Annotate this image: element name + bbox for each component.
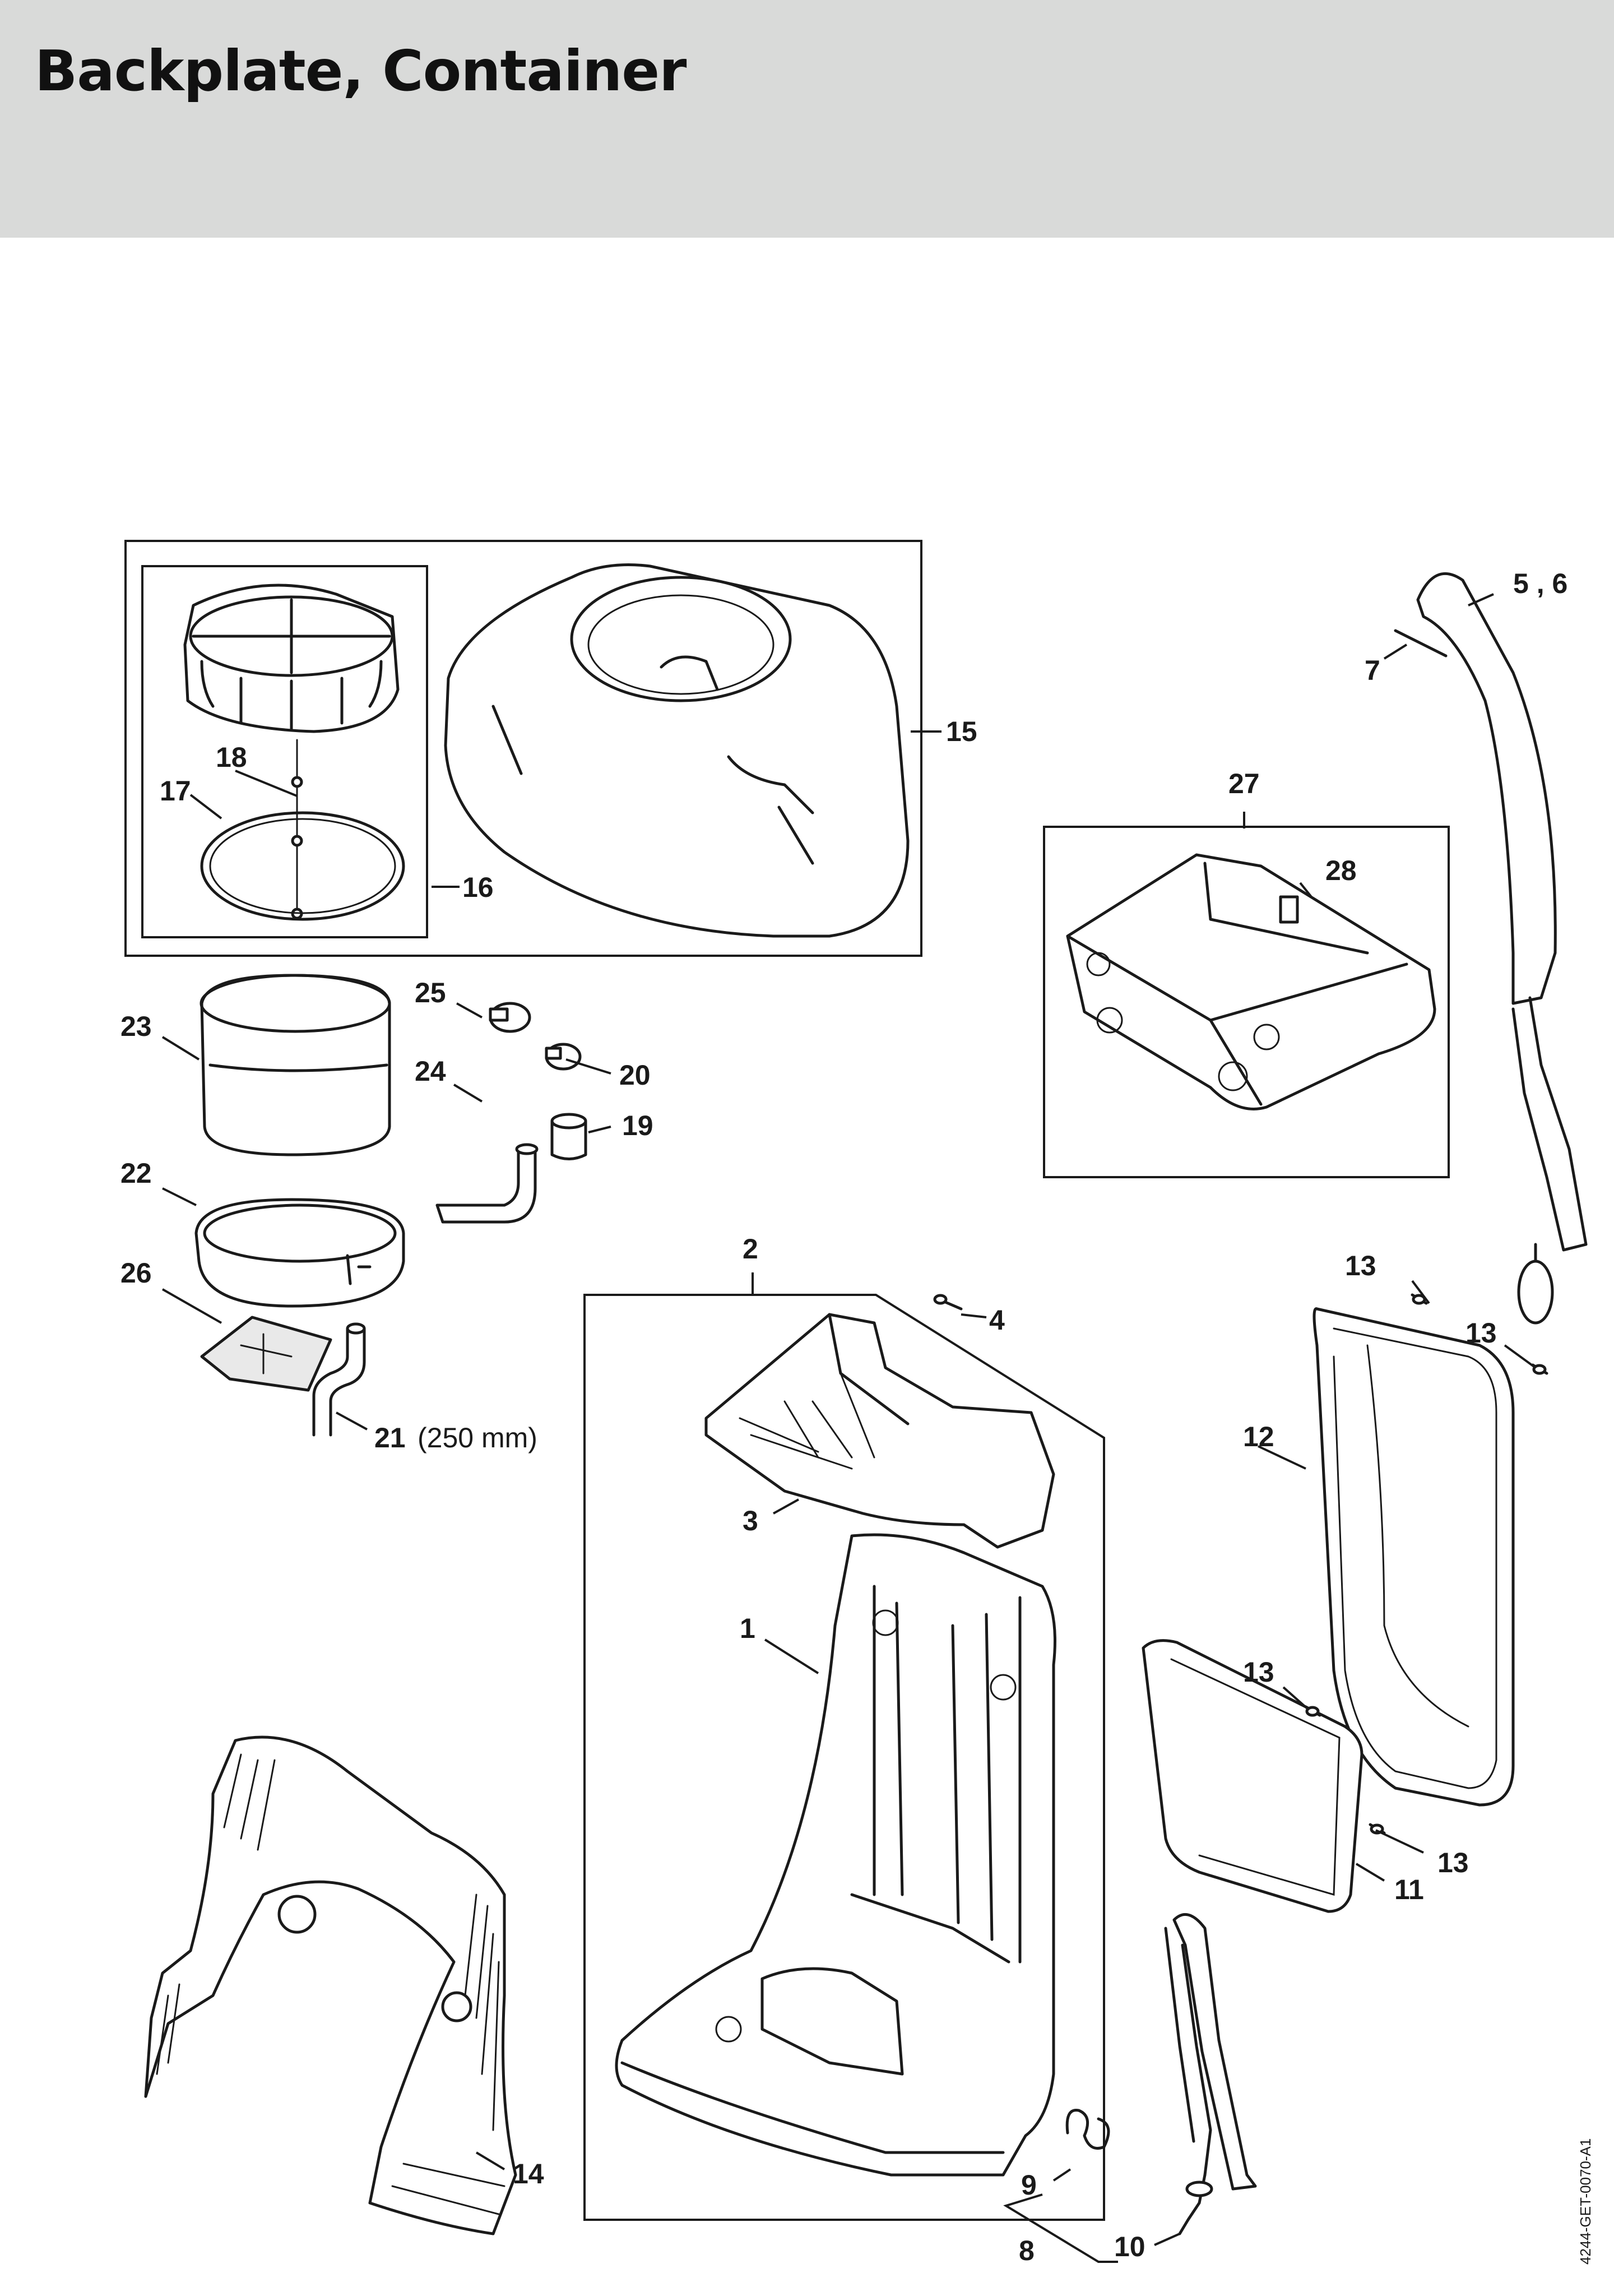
- label-13b: 13: [1465, 1317, 1497, 1349]
- hose: [312, 1322, 366, 1437]
- label-18: 18: [216, 742, 247, 773]
- label-21: 21: [374, 1422, 406, 1453]
- strap-hook: [1065, 2109, 1110, 2150]
- label-3: 3: [743, 1505, 758, 1536]
- label-13c: 13: [1243, 1656, 1274, 1688]
- label-28: 28: [1325, 855, 1357, 886]
- box-group-frame: [1043, 826, 1450, 1178]
- storage-box: [1066, 853, 1436, 1110]
- backplate: [615, 1533, 1056, 2177]
- page-title: Backplate, Container: [35, 38, 687, 104]
- label-26: 26: [120, 1257, 152, 1289]
- drawing-code: 4244-GET-0070-A1: [1577, 2138, 1594, 2265]
- label-15: 15: [946, 716, 977, 747]
- filter-basket: [200, 974, 391, 1156]
- label-16: 16: [462, 872, 494, 903]
- label-4: 4: [989, 1304, 1005, 1336]
- hose-clamp-20: [545, 1043, 582, 1071]
- carrying-strap-long: [1416, 572, 1588, 1325]
- sealing-ring: [200, 811, 405, 921]
- label-11: 11: [1394, 1874, 1424, 1905]
- label-8: 8: [1019, 2235, 1035, 2266]
- container-tank: [444, 563, 910, 938]
- label-20: 20: [619, 1059, 651, 1091]
- elbow-fitting: [435, 1143, 539, 1224]
- filter-grid: [200, 1316, 332, 1392]
- label-27: 27: [1228, 768, 1260, 799]
- screw-13-a: [1411, 1293, 1428, 1305]
- label-24: 24: [415, 1056, 446, 1087]
- screw-4: [933, 1294, 963, 1311]
- label-25: 25: [415, 977, 446, 1008]
- strap-pin: [1394, 629, 1448, 658]
- label-12: 12: [1243, 1421, 1274, 1452]
- backplate-cover: [704, 1313, 1055, 1549]
- backplate-group-frame: [583, 1294, 1105, 2221]
- cap-group-frame: [141, 565, 428, 938]
- label-19: 19: [622, 1110, 653, 1141]
- label-22: 22: [120, 1158, 152, 1189]
- pad-large: [1312, 1307, 1515, 1807]
- sleeve: [550, 1113, 587, 1160]
- retainer-strap: [291, 739, 303, 920]
- label-14: 14: [513, 2158, 544, 2189]
- label-23: 23: [120, 1011, 152, 1042]
- hose-clamp-25: [489, 1002, 531, 1033]
- leader-lines: [161, 593, 1537, 2263]
- label-10: 10: [1114, 2231, 1145, 2262]
- label-9: 9: [1021, 2169, 1037, 2201]
- label-1: 1: [740, 1613, 755, 1644]
- page-header: Backplate, Container: [0, 0, 1614, 238]
- label-17: 17: [160, 775, 191, 807]
- label-13d: 13: [1437, 1847, 1469, 1878]
- label-13a: 13: [1345, 1250, 1376, 1281]
- tank-cap: [183, 584, 400, 733]
- filter-ring: [194, 1198, 405, 1308]
- container-group-frame: [124, 540, 922, 957]
- back-frame: [144, 1735, 517, 2235]
- label-21-note: (250 mm): [418, 1422, 537, 1453]
- reference-labels: 1 2 3 4 5 , 6 7 8 9 10 11 12 13 13 13 13…: [120, 568, 1567, 2266]
- label-7: 7: [1365, 655, 1380, 686]
- waist-strap: [1164, 1913, 1257, 2235]
- label-2: 2: [743, 1233, 758, 1265]
- label-5-6: 5 , 6: [1513, 568, 1567, 599]
